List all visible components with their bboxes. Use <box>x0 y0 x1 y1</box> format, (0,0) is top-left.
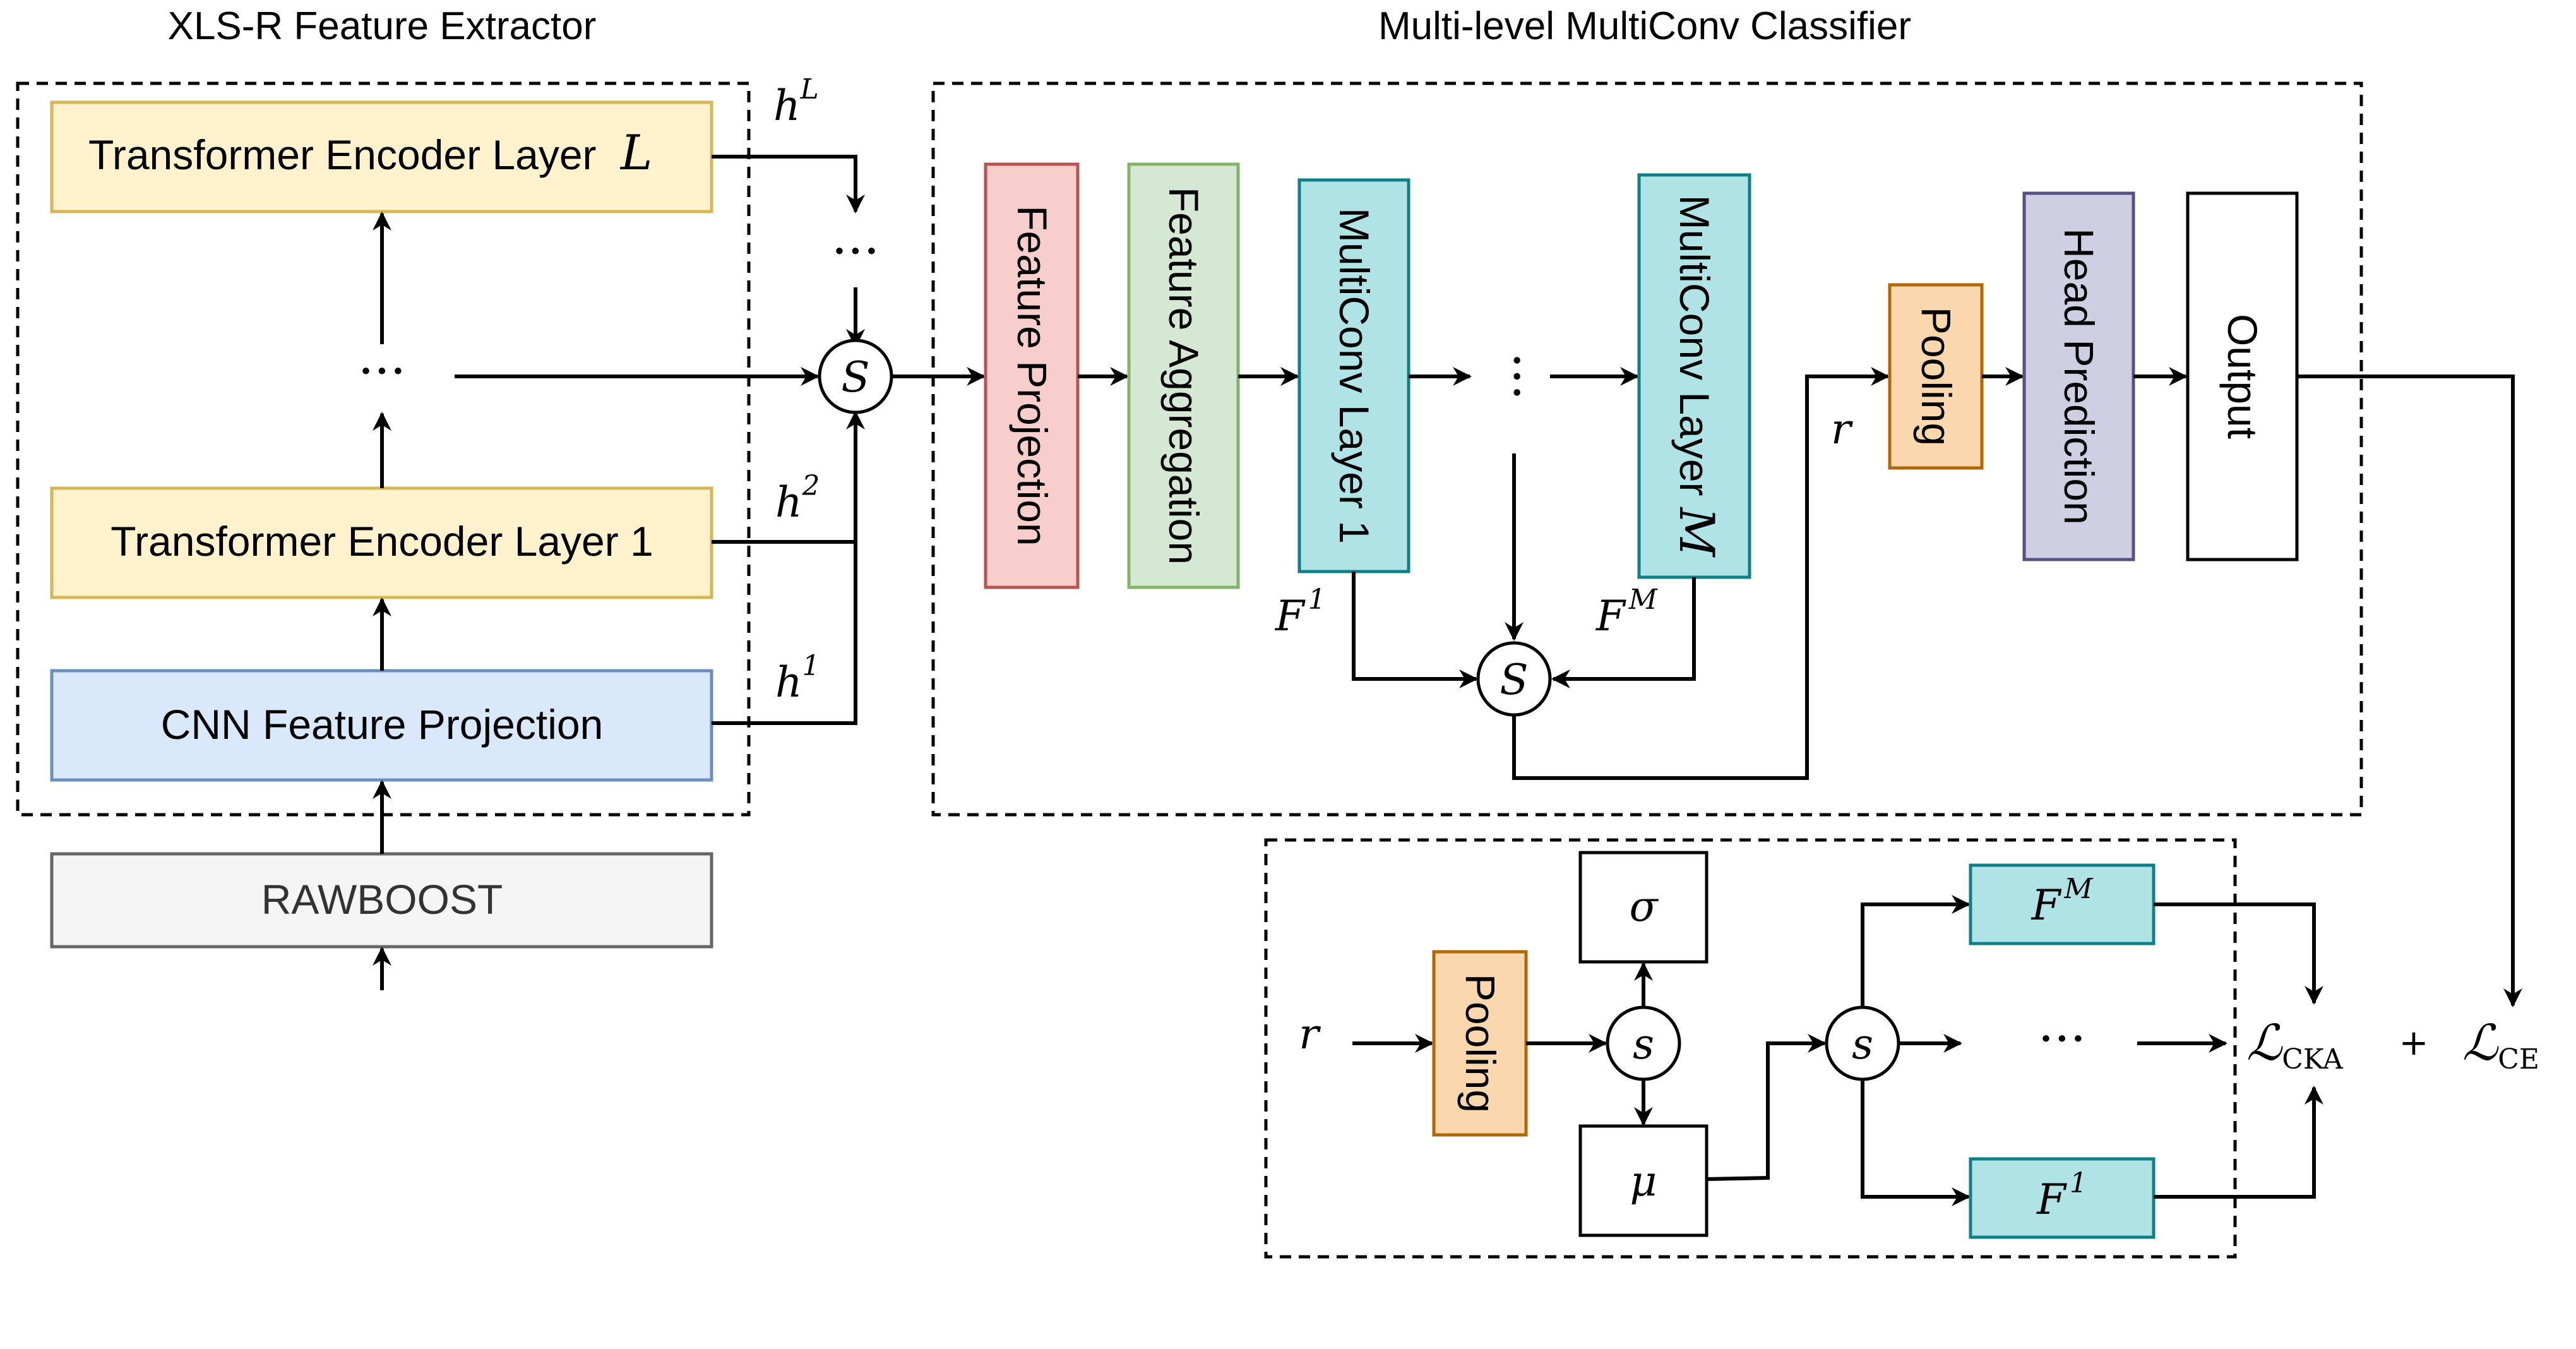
pooling-label: Pooling <box>1913 307 1960 446</box>
head-prediction-box: Head Prediction <box>2022 191 2135 561</box>
audio-waveform-icon <box>170 956 588 1306</box>
head-prediction-label: Head Prediction <box>2056 228 2102 525</box>
svg-text:μ: μ <box>1630 1157 1657 1206</box>
hL-label: hL <box>773 73 819 130</box>
transformer-layer-1-label: Transformer Encoder Layer 1 <box>110 518 653 565</box>
transformer-layer-L-box: Transformer Encoder Layer L <box>50 100 713 213</box>
svg-text:σ: σ <box>1629 882 1659 931</box>
sigma-box: σ <box>1578 851 1708 964</box>
svg-text:S: S <box>841 353 869 402</box>
multiconv-layer-M-label: MultiConv LayerM <box>1669 195 1725 558</box>
svg-text:FM: FM <box>2031 873 2094 930</box>
multiconv-layer-1-label: MultiConv Layer 1 <box>1331 208 1378 544</box>
multiconv-ellipsis: ··· <box>1488 352 1546 400</box>
hidden-ellipsis: ··· <box>832 222 880 280</box>
arrow-h1-h2-to-S <box>712 411 865 725</box>
split-node-s1: s <box>1606 1005 1681 1081</box>
svg-text:s: s <box>1633 1020 1654 1069</box>
sum-node-hidden: S <box>818 339 893 414</box>
arrow-hL <box>712 155 865 213</box>
h1-label: h1 <box>775 650 820 707</box>
output-label: Output <box>2219 314 2266 439</box>
svg-text:ℒCE: ℒCE <box>2462 1015 2539 1076</box>
extractor-ellipsis: ··· <box>358 342 406 400</box>
loss-r-label: r <box>1299 1010 1321 1058</box>
pooling-box: Pooling <box>1888 283 1984 470</box>
arrow-FM-to-S <box>1551 577 1696 688</box>
svg-text:s: s <box>1852 1020 1873 1069</box>
loss-pooling-box: Pooling <box>1432 950 1528 1137</box>
svg-text:ℒCKA: ℒCKA <box>2246 1015 2344 1076</box>
r-label: r <box>1831 405 1853 453</box>
feature-aggregation-box: Feature Aggregation <box>1127 162 1240 589</box>
arrow-mu-to-s2 <box>1706 1034 1827 1181</box>
loss-ellipsis: ··· <box>2038 1009 2086 1068</box>
loss-ce: ℒCE <box>2462 1015 2539 1076</box>
arrow-F1-to-LCKA <box>2154 1086 2323 1199</box>
svg-text:F1: F1 <box>2036 1167 2087 1224</box>
svg-text:Transformer Encoder Layer: Transformer Encoder Layer L <box>88 124 652 181</box>
loss-plus: + <box>2399 1022 2429 1064</box>
cnn-feature-projection-box: CNN Feature Projection <box>50 669 713 782</box>
loss-pooling-label: Pooling <box>1457 974 1504 1113</box>
feature-projection-label: Feature Projection <box>1009 205 1056 546</box>
output-box: Output <box>2186 191 2299 561</box>
arrow-FM-to-LCKA <box>2154 902 2323 1005</box>
arrow-S-to-pooling <box>1512 367 1890 780</box>
h2-label: h2 <box>775 470 820 527</box>
transformer-layer-1-box: Transformer Encoder Layer 1 <box>50 486 713 599</box>
multiconv-layer-1-box: MultiConv Layer 1 <box>1297 178 1410 573</box>
feature-projection-box: Feature Projection <box>984 162 1080 589</box>
rawboost-label: RAWBOOST <box>261 876 503 923</box>
split-node-s2: s <box>1825 1005 1900 1081</box>
sum-node-classifier: S <box>1476 641 1552 717</box>
extractor-title: XLS-R Feature Extractor <box>168 4 597 48</box>
cnn-feature-projection-label: CNN Feature Projection <box>161 701 604 748</box>
transformer-layer-L-label: Transformer Encoder Layer <box>88 131 597 178</box>
arrow-output-to-LCE <box>2297 375 2522 1007</box>
arrow-F1-to-S <box>1352 572 1478 688</box>
svg-text:S: S <box>1500 656 1528 704</box>
loss-cka: ℒCKA <box>2246 1015 2344 1076</box>
arrow-s2-to-F1 <box>1861 1079 1971 1206</box>
mu-box: μ <box>1578 1124 1708 1237</box>
feature-aggregation-label: Feature Aggregation <box>1160 187 1207 565</box>
arrow-s2-to-FM <box>1861 895 1971 1007</box>
classifier-title: Multi-level MultiConv Classifier <box>1378 4 1911 48</box>
multiconv-layer-M-box: MultiConv LayerM <box>1637 173 1751 579</box>
rawboost-box: RAWBOOST <box>50 852 713 949</box>
layer-L-symbol: L <box>619 124 652 181</box>
loss-container <box>1264 838 2237 1259</box>
